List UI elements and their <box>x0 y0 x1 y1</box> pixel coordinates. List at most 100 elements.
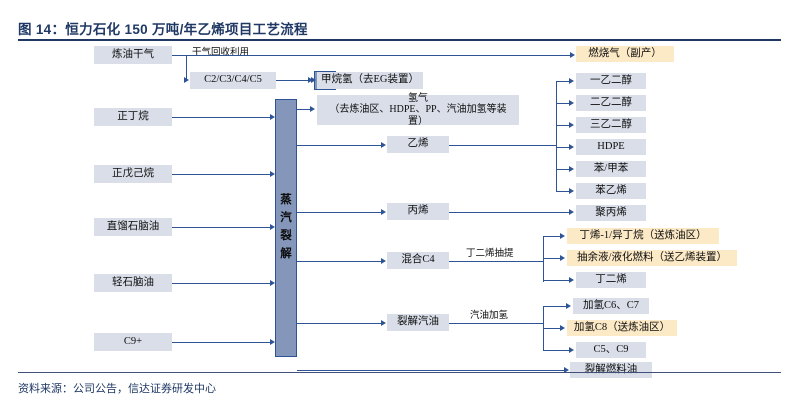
line-cracker-to-hydrogen <box>297 109 311 111</box>
line-bus-teg <box>556 125 570 127</box>
line-bus-deg <box>556 103 570 105</box>
product-box-teg: 三乙二醇 <box>576 117 646 133</box>
edge-label-gasoline-hydrogenation: 汽油加氢 <box>470 311 509 321</box>
arrow-pp <box>569 209 574 215</box>
feedstock-box-refinery-dry-gas: 炼油干气 <box>94 46 172 64</box>
arrow-hydrogen <box>310 106 315 112</box>
product-box-butadiene: 丁二烯 <box>576 272 646 288</box>
arrow-styrene <box>569 188 574 194</box>
line-pygas-c6c7 <box>543 306 567 308</box>
cracker-char-4: 解 <box>280 247 292 260</box>
product-box-pyrolysis-fuel-oil: 裂解燃料油 <box>570 362 652 378</box>
product-box-raffinate-lpg: 抽余液/液化燃料（送乙烯装置） <box>567 250 737 266</box>
edge-label-butadiene-extraction: 丁二烯抽提 <box>466 249 514 259</box>
arrow-c9 <box>270 339 275 345</box>
arrow-pygas <box>381 320 386 326</box>
edge-label-dry-gas-recovery: 干气回收利用 <box>192 48 250 58</box>
arrow-raffinate <box>560 255 565 261</box>
line-cracker-to-methane <box>297 80 311 82</box>
product-box-hydro-c8: 加氢C8（送炼油区） <box>567 320 677 336</box>
arrow-naphtha <box>270 224 275 230</box>
line-c2c5-to-block <box>276 80 310 82</box>
feedstock-box-c9-plus: C9+ <box>94 333 172 351</box>
feedstock-box-n-butane: 正丁烷 <box>94 108 172 126</box>
line-c4-butene1 <box>543 236 561 238</box>
arrow-pfo <box>564 367 569 373</box>
product-box-meg: 一乙二醇 <box>576 73 646 89</box>
source-note: 资料来源：公司公告，信达证券研发中心 <box>18 383 216 395</box>
line-naphtha-to-cracker <box>172 227 273 229</box>
arrow-meg <box>569 78 574 84</box>
line-cracker-to-pygas <box>297 323 383 325</box>
cracker-char-3: 裂 <box>280 230 292 242</box>
arrow-hydro-c6c7 <box>566 303 571 309</box>
line-npentane-to-cracker <box>172 174 273 176</box>
intermediate-box-propylene: 丙烯 <box>387 203 449 220</box>
product-box-butene1-isobutane: 丁烯-1/异丁烷（送炼油区） <box>567 228 719 244</box>
intermediate-box-hydrogen: 氢气 （去炼油区、HDPE、PP、汽油加氢等装置） <box>317 92 519 127</box>
line-c4-to-bus <box>449 261 543 263</box>
arrow-c5c9 <box>569 347 574 353</box>
feedstock-box-light-naphtha: 轻石脑油 <box>94 274 172 292</box>
product-box-c5-c9: C5、C9 <box>576 342 646 358</box>
line-bus-benzene <box>556 169 570 171</box>
arrow-fuel-gas <box>570 52 575 58</box>
line-c4-raffinate <box>543 258 561 260</box>
cracker-char-1: 蒸 <box>280 194 292 207</box>
line-c9-to-cracker <box>172 342 273 344</box>
arrow-nbutane <box>270 114 275 120</box>
footer-divider <box>18 372 781 373</box>
line-nbutane-to-cracker <box>172 117 273 119</box>
product-box-fuel-gas: 燃烧气（副产） <box>576 46 674 62</box>
intermediate-box-c2-c5: C2/C3/C4/C5 <box>190 72 276 89</box>
intermediate-box-ethylene: 乙烯 <box>387 136 449 153</box>
cracker-char-2: 汽 <box>280 212 292 225</box>
arrow-c2c5 <box>184 77 189 83</box>
page-title: 图 14：恒力石化 150 万吨/年乙烯项目工艺流程 <box>18 22 308 37</box>
line-drygas-top <box>172 55 572 57</box>
arrow-teg <box>569 122 574 128</box>
line-cracker-to-propylene <box>297 212 383 214</box>
arrow-propylene <box>381 209 386 215</box>
product-box-deg: 二乙二醇 <box>576 95 646 111</box>
line-c4-butadiene <box>543 280 570 282</box>
line-cracker-to-pfo <box>297 370 566 372</box>
arrow-mixedc4 <box>381 258 386 264</box>
arrow-ethylene <box>381 142 386 148</box>
arrow-npentane <box>270 171 275 177</box>
hydrogen-label-line1: 氢气 <box>408 92 428 104</box>
line-lightnaphtha-to-cracker <box>172 283 273 285</box>
arrow-butene1 <box>560 233 565 239</box>
feedstock-box-n-pentane-hexane: 正戊己烷 <box>94 165 172 183</box>
line-pygas-to-bus <box>449 323 543 325</box>
line-drygas-drop <box>186 55 188 80</box>
line-bus-meg <box>556 81 570 83</box>
line-ethylene-to-bus <box>449 145 556 147</box>
arrow-lightnaphtha <box>270 280 275 286</box>
steam-cracker-unit: 蒸 汽 裂 解 <box>275 99 297 357</box>
arrow-methane-hydrogen <box>311 77 316 83</box>
line-pygas-c5c9 <box>543 350 570 352</box>
arrow-butadiene <box>569 277 574 283</box>
product-box-benzene-toluene: 苯/甲苯 <box>576 161 646 177</box>
product-box-hdpe: HDPE <box>576 139 646 155</box>
intermediate-box-pyrolysis-gasoline: 裂解汽油 <box>387 314 449 331</box>
line-cracker-to-ethylene <box>297 145 383 147</box>
product-box-hydro-c6-c7: 加氢C6、C7 <box>573 298 649 314</box>
product-box-styrene: 苯乙烯 <box>576 183 646 199</box>
product-box-polypropylene: 聚丙烯 <box>576 205 646 221</box>
arrow-hydro-c8 <box>560 325 565 331</box>
arrow-hdpe <box>569 144 574 150</box>
line-cracker-to-mixedc4 <box>297 261 383 263</box>
intermediate-box-methane-hydrogen: 甲烷氢（去EG装置） <box>317 72 423 89</box>
line-pygas-c8 <box>543 328 561 330</box>
bus-ethylene <box>556 81 558 191</box>
arrow-deg <box>569 100 574 106</box>
intermediate-box-mixed-c4: 混合C4 <box>387 252 449 269</box>
title-divider <box>18 39 781 41</box>
line-bus-styrene <box>556 191 570 193</box>
arrow-benzene <box>569 166 574 172</box>
line-bus-hdpe <box>556 147 570 149</box>
line-propylene-to-pp <box>449 212 570 214</box>
